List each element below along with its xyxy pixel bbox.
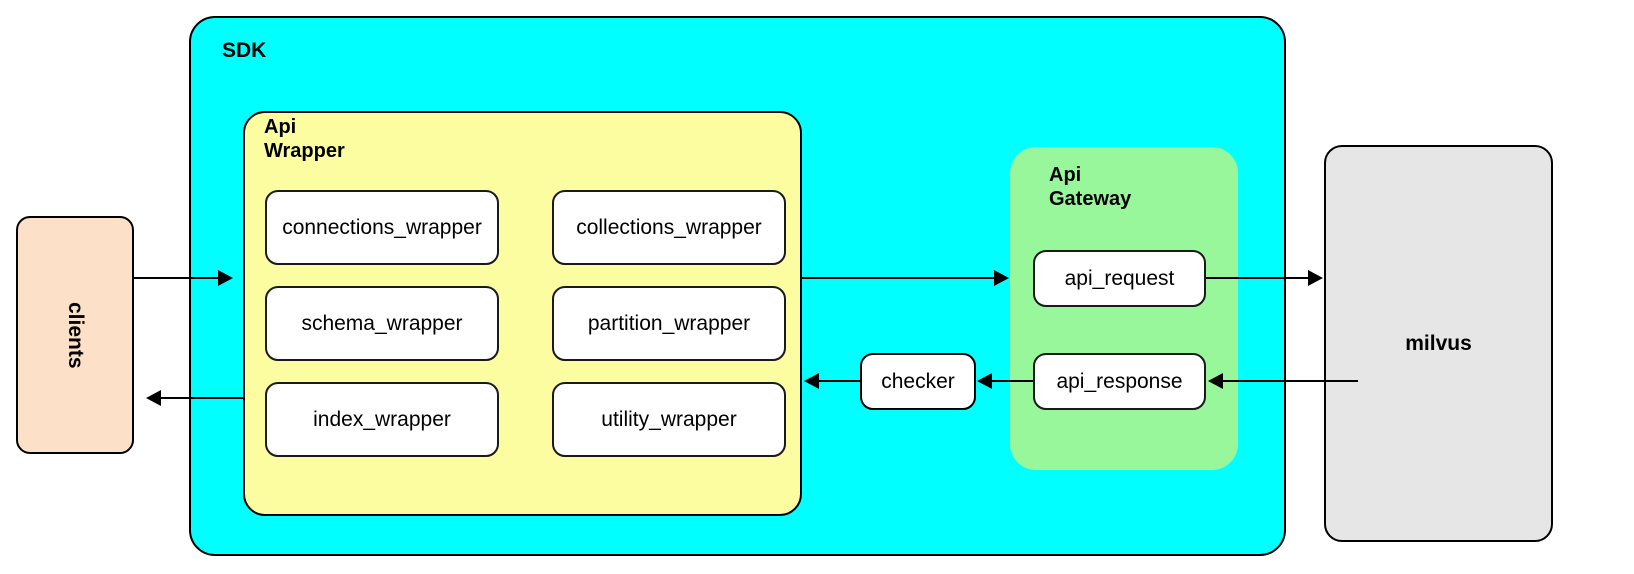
arrowhead-checker-to-api-wrapper xyxy=(804,373,819,389)
connector-api-wrapper-to-api-request xyxy=(800,277,996,279)
arrowhead-api-response-to-checker xyxy=(977,373,992,389)
connector-api-response-to-checker xyxy=(991,380,1033,382)
node-checker[interactable]: checker xyxy=(860,353,976,410)
clients-label: clients xyxy=(64,301,87,369)
arrowhead-clients-to-api-wrapper xyxy=(218,270,233,286)
arrowhead-milvus-to-api-response xyxy=(1208,373,1223,389)
node-api-request[interactable]: api_request xyxy=(1033,250,1206,307)
connector-clients-to-api-wrapper xyxy=(134,277,220,279)
arrowhead-api-wrapper-to-clients xyxy=(146,390,161,406)
connector-milvus-to-api-response xyxy=(1222,380,1358,382)
milvus-node[interactable]: milvus xyxy=(1324,145,1553,542)
arrowhead-api-wrapper-to-api-request xyxy=(994,270,1009,286)
node-partition-wrapper[interactable]: partition_wrapper xyxy=(552,286,786,361)
node-utility-wrapper[interactable]: utility_wrapper xyxy=(552,382,786,457)
node-collections-wrapper[interactable]: collections_wrapper xyxy=(552,190,786,265)
node-api-response[interactable]: api_response xyxy=(1033,353,1206,410)
api-gateway-container[interactable] xyxy=(1010,147,1238,470)
node-connections-wrapper[interactable]: connections_wrapper xyxy=(265,190,499,265)
connector-api-request-to-milvus xyxy=(1206,277,1310,279)
connector-api-wrapper-to-clients xyxy=(160,397,245,399)
clients-node[interactable]: clients xyxy=(16,216,134,454)
arrowhead-api-request-to-milvus xyxy=(1308,270,1323,286)
connector-checker-to-api-wrapper xyxy=(818,380,860,382)
api-gateway-title: Api Gateway xyxy=(1049,164,1132,210)
node-schema-wrapper[interactable]: schema_wrapper xyxy=(265,286,499,361)
sdk-title: SDK xyxy=(222,39,267,62)
node-index-wrapper[interactable]: index_wrapper xyxy=(265,382,499,457)
api-wrapper-title: Api Wrapper xyxy=(264,116,345,162)
